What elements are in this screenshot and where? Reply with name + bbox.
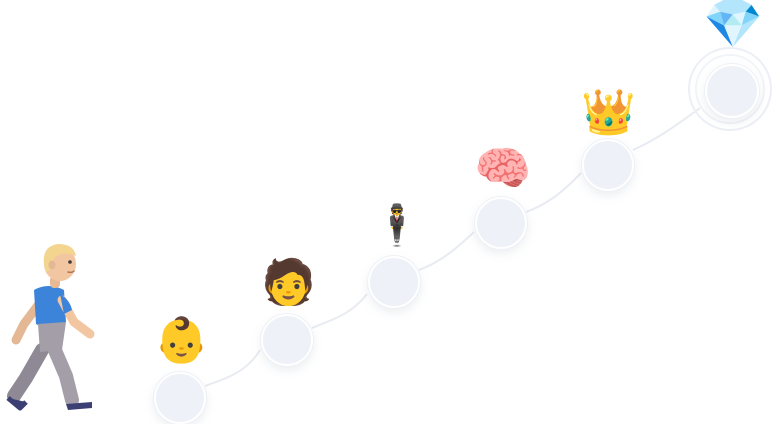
person-icon: 🧑 xyxy=(261,257,316,308)
stage-5-platform xyxy=(582,139,634,191)
stage-4-platform xyxy=(475,197,527,249)
stage-6-platform xyxy=(705,64,759,118)
stage-2-platform xyxy=(261,314,313,366)
person-levitating-icon: 🕴 xyxy=(372,203,422,249)
gem-icon: 💎 xyxy=(703,0,763,52)
crown-icon: 👑 xyxy=(581,87,636,138)
stage-3-platform xyxy=(368,256,420,308)
connector-2-3 xyxy=(311,293,368,329)
connector-4-5 xyxy=(525,172,582,213)
brain-icon: 🧠 xyxy=(474,141,532,195)
stage-1-platform xyxy=(154,372,206,424)
person-walking-icon xyxy=(6,244,95,411)
connector-5-6 xyxy=(632,107,701,151)
connector-3-4 xyxy=(418,231,475,271)
final-stage-inner-ring xyxy=(695,54,765,124)
connector-1-2 xyxy=(204,349,261,387)
final-stage-outer-ring xyxy=(688,47,772,131)
baby-icon: 👶 xyxy=(154,315,209,366)
